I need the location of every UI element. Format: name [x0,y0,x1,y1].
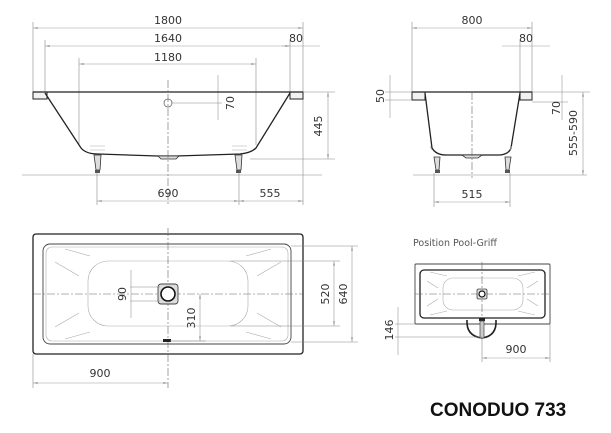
dim-end-leg-spacing: 515 [462,188,483,201]
dim-end-overflow: 70 [550,101,563,115]
dim-waste-offset: 310 [185,308,198,329]
dim-grip-position: 900 [506,343,527,356]
dim-overall-width: 800 [462,14,483,27]
dim-floor-length: 1180 [154,51,182,64]
dim-depth: 445 [312,116,325,137]
waste-drain [157,283,179,305]
dim-waste-width: 90 [116,287,129,301]
dim-half-length: 900 [90,367,111,380]
pool-grip-label: Position Pool-Griff [413,238,497,249]
end-view: 800 80 50 70 555-590 [374,14,590,207]
product-title: CONODUO 733 [430,400,566,421]
pool-grip-grooves [426,271,539,316]
dim-leg-offset: 555 [260,187,281,200]
dim-inner-length: 1640 [154,32,182,45]
dim-overflow-height: 70 [224,96,237,110]
dim-inner-width: 520 [319,284,332,305]
dim-overall-length: 1800 [154,14,182,27]
dim-total-height: 555-590 [567,110,580,156]
side-view: 1800 1640 80 1180 70 [22,14,335,205]
leg-left [90,145,105,173]
pool-grip-view: Position Pool-Griff 146 [383,238,551,362]
plan-view: 90 310 520 640 900 [32,228,358,388]
floor-grooves [54,248,282,340]
leg-right [232,145,247,173]
dim-leg-spacing: 690 [158,187,179,200]
dim-rim-width: 80 [289,32,303,45]
dim-end-rim-width: 80 [519,32,533,45]
dim-rim-height: 50 [374,89,387,103]
dim-grip-offset: 146 [383,320,396,341]
dim-plan-overall-width: 640 [337,284,350,305]
pool-grip-icon [466,318,497,339]
